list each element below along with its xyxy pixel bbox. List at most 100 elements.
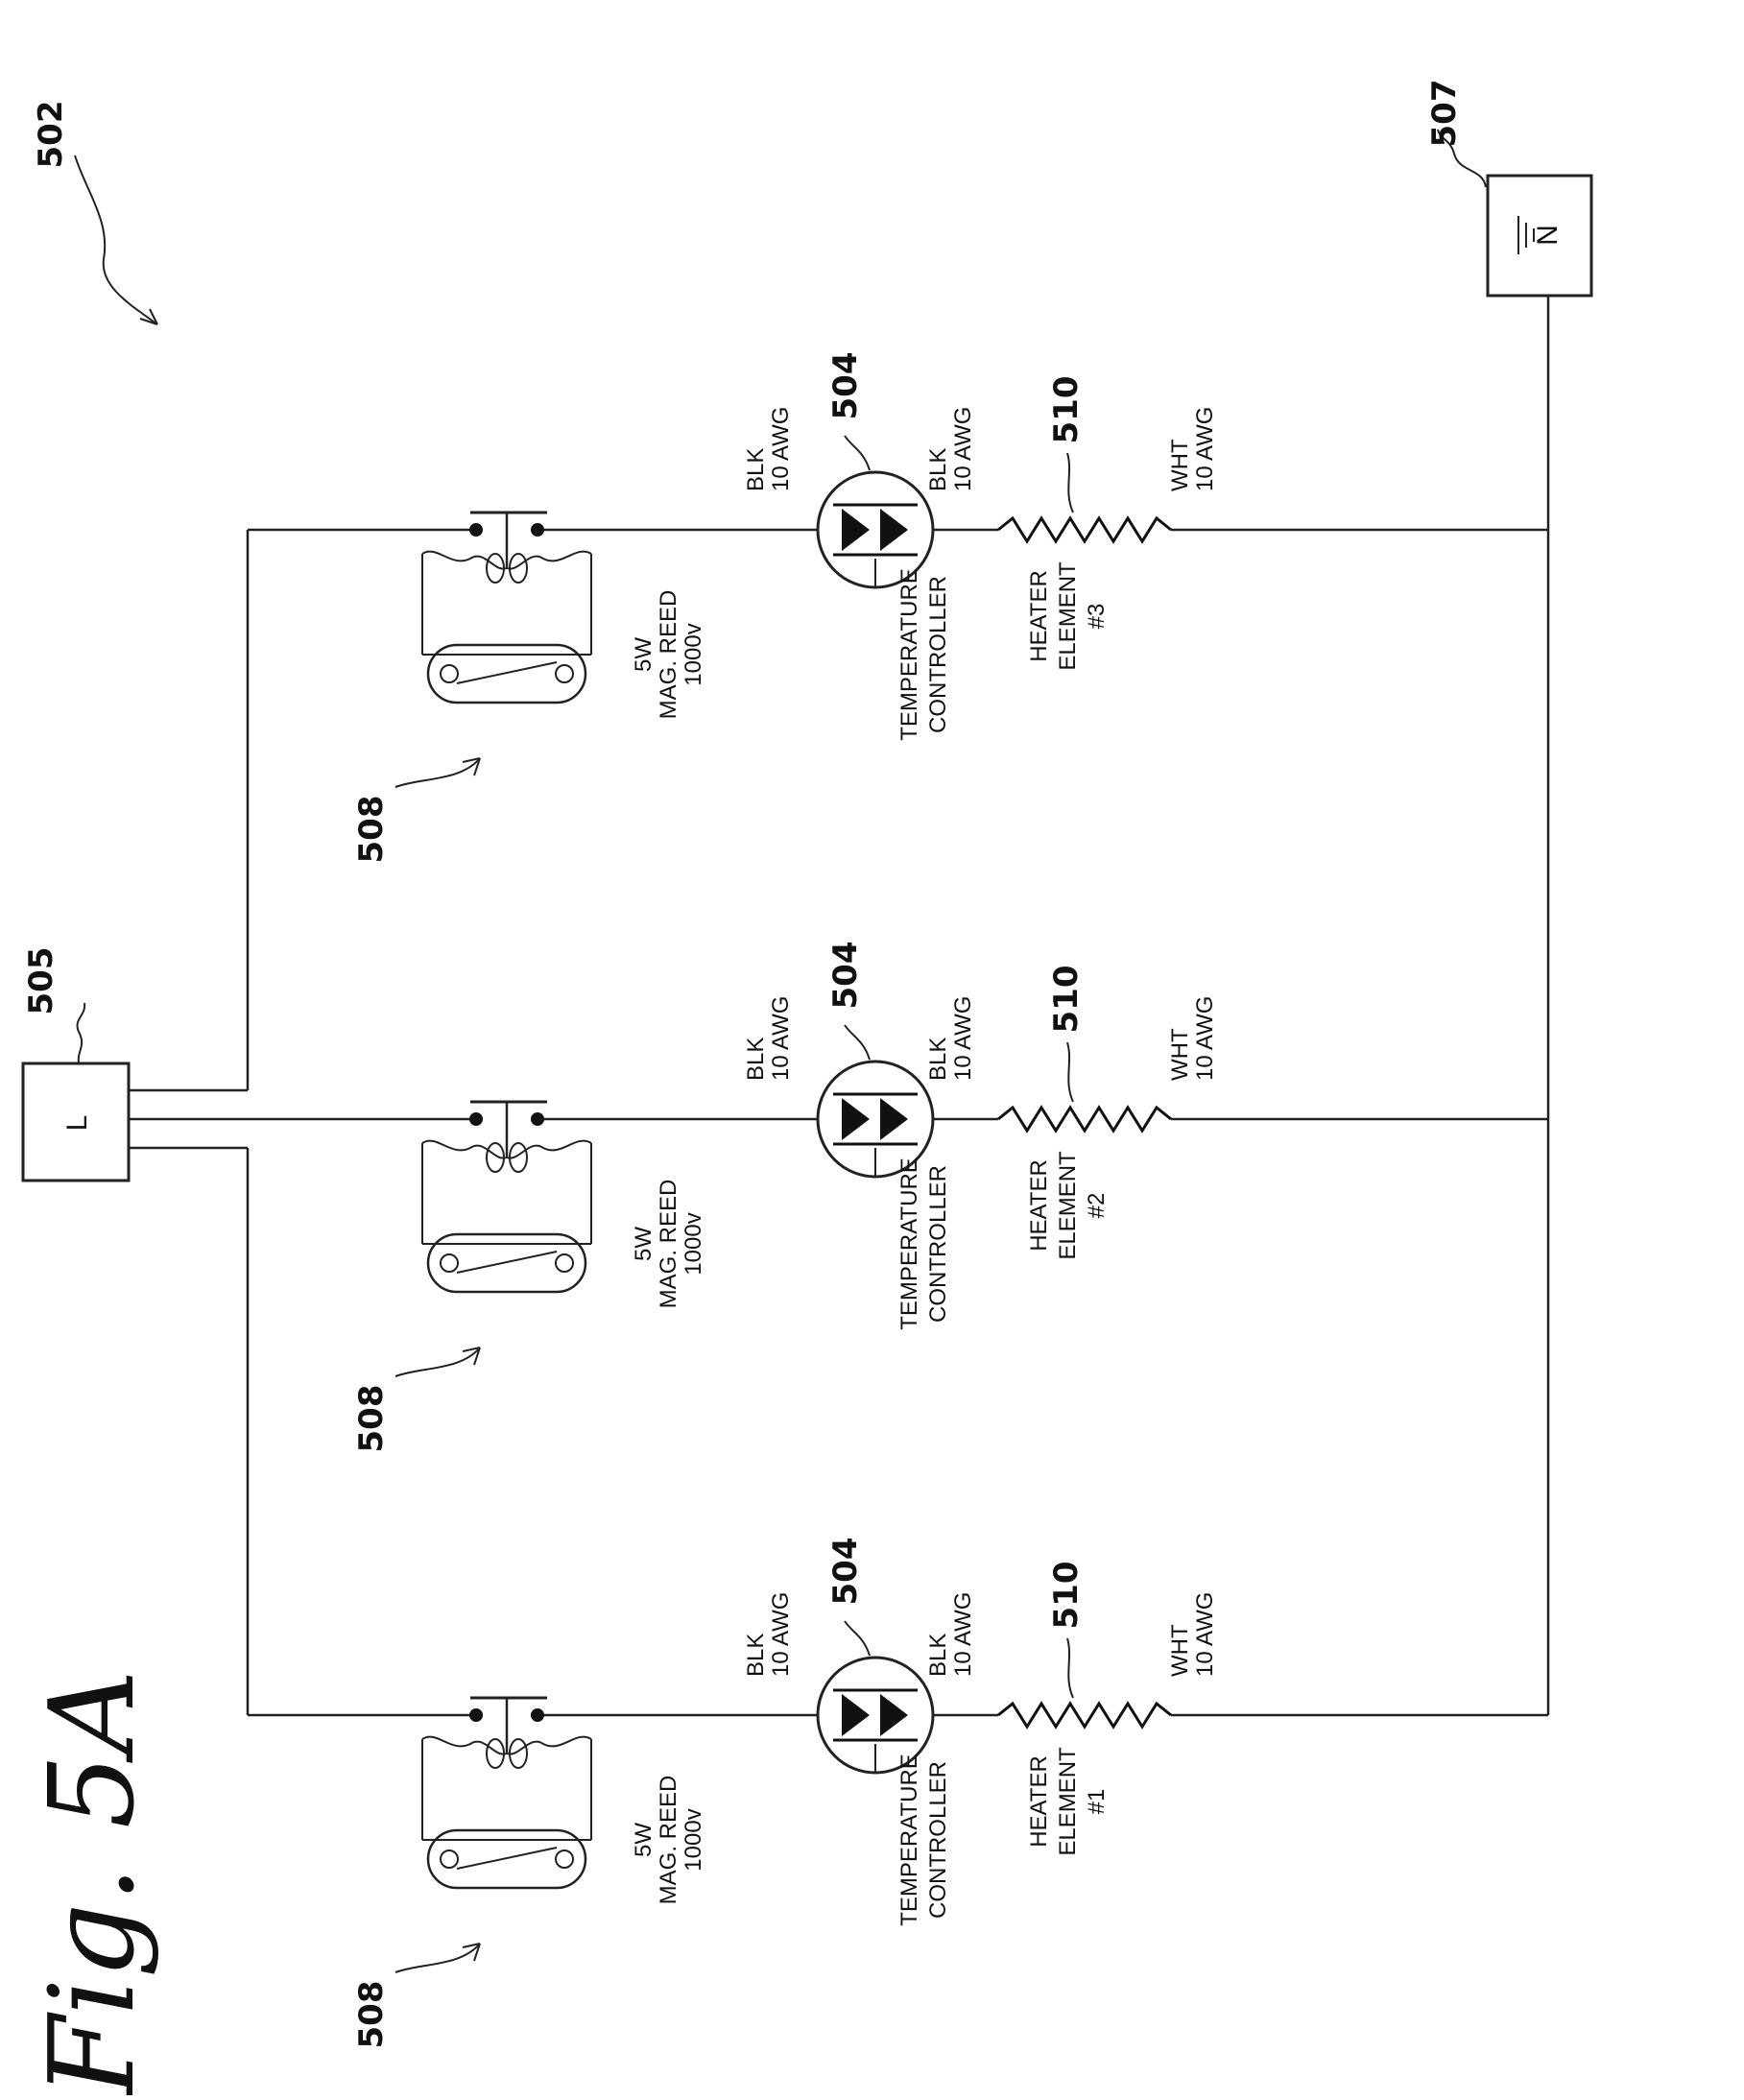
heater-ref: 510	[1047, 376, 1086, 444]
wire-mid-label-line: 10 AWG	[950, 407, 976, 491]
wire-out-label-line: WHT	[1167, 1028, 1193, 1081]
wire-out-label-line: WHT	[1167, 1624, 1193, 1677]
switch-contact-left	[469, 523, 483, 537]
wire-mid-label-line: BLK	[925, 1634, 951, 1677]
reed-pin-right	[556, 1850, 573, 1868]
heater-label-line: ELEMENT	[1055, 1747, 1081, 1856]
wire-out-label: WHT10 AWG	[1167, 407, 1218, 491]
heater-ref: 510	[1047, 966, 1086, 1034]
switch-contact-right	[531, 1708, 544, 1722]
reed-pin-left	[441, 1850, 458, 1868]
switch-ref-arrow	[395, 1348, 480, 1376]
switch-spec-line: 5W	[631, 1227, 657, 1261]
heater-label-line: #3	[1084, 604, 1110, 630]
controller-ref: 504	[826, 1538, 865, 1606]
reed-switch-icon	[422, 1141, 591, 1292]
reed-pin-right	[556, 665, 573, 682]
wire-in-label-line: 10 AWG	[768, 407, 794, 491]
controller-ref-leader	[845, 436, 870, 470]
heater-ref-leader	[1067, 1042, 1073, 1102]
controller-label: TEMPERATURECONTROLLER	[896, 568, 951, 741]
switch-spec: 5WMAG. REED1000v	[631, 1776, 706, 1905]
controller-ref-line: 504	[826, 1538, 865, 1606]
wire-mid-label-line: BLK	[925, 448, 951, 491]
wire-out-label-line: 10 AWG	[1192, 1592, 1218, 1677]
switch-ref-line: 508	[352, 1981, 391, 2049]
wire-in-label-line: 10 AWG	[768, 996, 794, 1081]
wire-mid-label-line: 10 AWG	[950, 1592, 976, 1677]
line-terminal-leader	[77, 1003, 84, 1063]
wire-in-label: BLK10 AWG	[743, 1592, 794, 1677]
switch-contact-right	[531, 523, 544, 537]
switch-contact-left	[469, 1112, 483, 1126]
heater-label-line: HEATER	[1026, 1159, 1052, 1252]
heater-label-line: ELEMENT	[1055, 561, 1081, 671]
switch-ref: 508	[352, 1981, 391, 2049]
controller-ref-leader	[845, 1621, 870, 1656]
heater-ref-leader	[1067, 1638, 1073, 1698]
switch-ref: 508	[352, 796, 391, 864]
heater-element-icon	[998, 1108, 1171, 1131]
controller-label-line: CONTROLLER	[925, 1165, 951, 1323]
controller-label-line: CONTROLLER	[925, 576, 951, 733]
heater-ref-line: 510	[1047, 966, 1086, 1034]
reed-pin-left	[441, 665, 458, 682]
wire-in-label: BLK10 AWG	[743, 996, 794, 1081]
branch-1: 508 5WMAG. REED1000v 504TEMPERATURECONTROL…	[248, 1538, 1548, 2049]
controller-label-line: TEMPERATURE	[896, 1157, 922, 1330]
controller-ref-line: 504	[826, 352, 865, 420]
heater-label-line: ELEMENT	[1055, 1151, 1081, 1260]
neutral-terminal-label: N	[1532, 225, 1564, 246]
heater-label: HEATERELEMENT#2	[1026, 1151, 1110, 1260]
line-terminal-label: L	[61, 1115, 93, 1132]
wire-mid-label: BLK10 AWG	[925, 1592, 976, 1677]
heater-ref: 510	[1047, 1562, 1086, 1630]
heater-element-icon	[998, 518, 1171, 541]
wire-in-label-line: BLK	[743, 448, 769, 491]
heater-ref-line: 510	[1047, 1562, 1086, 1630]
switch-spec: 5WMAG. REED1000v	[631, 1180, 706, 1309]
wire-in-label: BLK10 AWG	[743, 407, 794, 491]
reed-pin-left	[441, 1254, 458, 1272]
wire-out-label-line: 10 AWG	[1192, 407, 1218, 491]
switch-spec-line: MAG. REED	[656, 1180, 681, 1309]
line-terminal-ref: 505	[22, 947, 60, 1015]
controller-label: TEMPERATURECONTROLLER	[896, 1157, 951, 1330]
wire-out-label-line: WHT	[1167, 439, 1193, 491]
switch-ref: 508	[352, 1385, 391, 1453]
reed-blade	[457, 1848, 557, 1869]
controller-ref: 504	[826, 942, 865, 1010]
controller-label: TEMPERATURECONTROLLER	[896, 1754, 951, 1926]
switch-spec-line: MAG. REED	[656, 1776, 681, 1905]
wire-in-label-line: BLK	[743, 1038, 769, 1081]
wire-mid-label-line: 10 AWG	[950, 996, 976, 1081]
neutral-terminal-ref: 507	[1425, 80, 1464, 148]
wire-out-label: WHT10 AWG	[1167, 996, 1218, 1081]
reed-pin-right	[556, 1254, 573, 1272]
controller-ref-leader	[845, 1025, 870, 1060]
switch-contact-left	[469, 1708, 483, 1722]
heater-label-line: HEATER	[1026, 570, 1052, 662]
switch-spec-line: 5W	[631, 637, 657, 672]
heater-label-line: HEATER	[1026, 1755, 1052, 1848]
branch-2: 508 5WMAG. REED1000v 504TEMPERATURECONTROL…	[248, 942, 1548, 1453]
switch-ref-arrow	[395, 1944, 480, 1972]
wire-out-label-line: 10 AWG	[1192, 996, 1218, 1081]
controller-label-line: TEMPERATURE	[896, 568, 922, 741]
wire-mid-label: BLK10 AWG	[925, 996, 976, 1081]
switch-spec: 5WMAG. REED1000v	[631, 590, 706, 720]
wire-in-label-line: 10 AWG	[768, 1592, 794, 1677]
heater-element-icon	[998, 1704, 1171, 1727]
wire-out-label: WHT10 AWG	[1167, 1592, 1218, 1677]
switch-spec-line: MAG. REED	[656, 590, 681, 720]
reed-switch-icon	[422, 552, 591, 703]
heater-label-line: #2	[1084, 1193, 1110, 1219]
switch-contact-right	[531, 1112, 544, 1126]
switch-ref-line: 508	[352, 796, 391, 864]
wiring: L 505 N 507 502 Fig. 5A	[22, 80, 1591, 2095]
controller-label-line: TEMPERATURE	[896, 1754, 922, 1926]
switch-spec-line: 1000v	[681, 1808, 706, 1871]
wire-mid-label-line: BLK	[925, 1038, 951, 1081]
